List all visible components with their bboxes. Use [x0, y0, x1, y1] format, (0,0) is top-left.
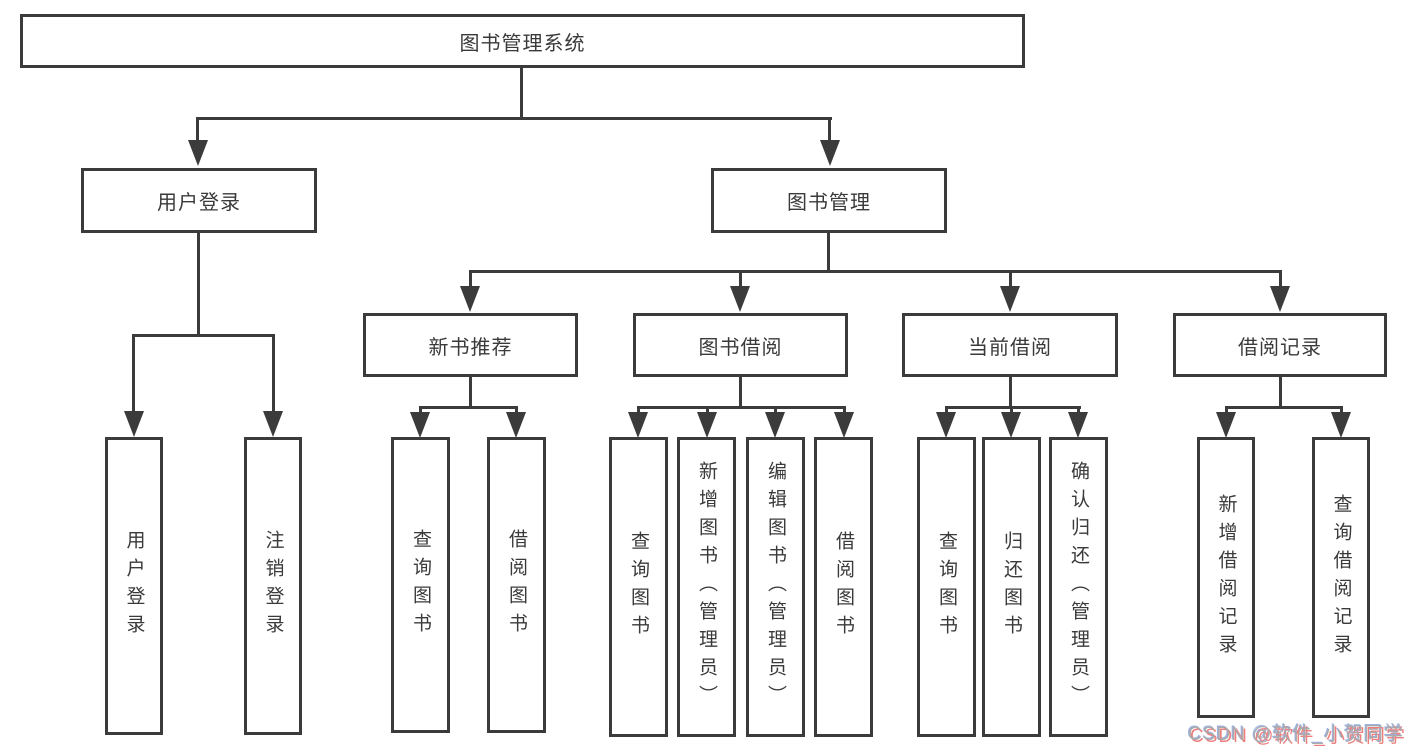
node-book-mgmt: 图书管理: [711, 168, 947, 233]
arrow-leaf-11: [1331, 412, 1351, 438]
connector-borrow-trunk: [739, 377, 742, 408]
leaf-newbook-borrow: 借阅图书: [487, 437, 546, 733]
node-new-book-recommend: 新书推荐: [363, 313, 578, 377]
arrow-into-new-book: [460, 286, 480, 312]
connector-stem-book-mgmt: [828, 117, 831, 142]
arrow-leaf-9: [1068, 412, 1088, 438]
connector-root-trunk: [520, 68, 523, 120]
leaf-borrow-edit-admin: 编辑图书（管理员）: [746, 437, 805, 737]
arrow-leaf-4: [697, 412, 717, 438]
connector-user-hline: [132, 334, 275, 337]
leaf-user-login-label: 用户登录: [123, 530, 145, 642]
connector-stem-leaf-3: [637, 406, 640, 414]
arrow-leaf-3: [628, 412, 648, 438]
node-user-login: 用户登录: [81, 168, 317, 233]
node-book-borrow: 图书借阅: [633, 313, 848, 377]
connector-stem-leaf-7: [945, 406, 948, 414]
leaf-records-query-label: 查询借阅记录: [1330, 493, 1352, 662]
connector-stem-leaf-6: [843, 406, 846, 414]
leaf-records-add: 新增借阅记录: [1197, 437, 1255, 718]
leaf-borrow-add-admin: 新增图书（管理员）: [677, 437, 736, 737]
connector-stem-leaf-4: [706, 406, 709, 414]
connector-stem-leaf-1: [419, 406, 422, 414]
arrow-into-borrow-records: [1270, 286, 1290, 312]
arrow-into-book-mgmt: [820, 140, 840, 166]
connector-stem-leaf-8: [1010, 406, 1013, 414]
leaf-current-query-label: 查询图书: [936, 531, 957, 643]
leaf-newbook-query-label: 查询图书: [410, 529, 431, 641]
connector-stem-new-book: [469, 270, 472, 288]
arrow-leaf-2: [506, 412, 526, 438]
arrow-into-book-borrow: [730, 286, 750, 312]
leaf-current-return: 归还图书: [982, 437, 1041, 737]
connector-stem-current-borrow: [1009, 270, 1012, 288]
leaf-logout-label: 注销登录: [262, 530, 284, 642]
leaf-borrow-query-label: 查询图书: [628, 531, 649, 643]
arrow-leaf-5: [765, 412, 785, 438]
connector-current-hline: [946, 406, 1081, 409]
csdn-watermark: CSDN @软件_小贺同学: [1188, 724, 1404, 745]
leaf-logout: 注销登录: [244, 437, 302, 735]
connector-borrow-hline: [637, 406, 846, 409]
connector-stem-borrow-records: [1279, 270, 1282, 288]
connector-stem-book-borrow: [739, 270, 742, 288]
arrow-into-logout: [263, 411, 283, 437]
connector-stem-user-login: [196, 117, 199, 142]
arrow-leaf-10: [1216, 412, 1236, 438]
connector-newbook-hline: [419, 406, 518, 409]
leaf-borrow-borrow: 借阅图书: [814, 437, 873, 737]
connector-records-hline: [1225, 406, 1342, 409]
connector-level1-hline: [196, 117, 832, 120]
connector-stem-leaf-2: [515, 406, 518, 414]
arrow-into-login: [124, 411, 144, 437]
connector-stem-leaf-10: [1225, 406, 1228, 414]
node-current-borrow: 当前借阅: [902, 313, 1118, 377]
leaf-borrow-edit-admin-label: 编辑图书（管理员）: [765, 461, 786, 713]
connector-user-trunk: [197, 233, 200, 337]
arrow-into-current-borrow: [1000, 286, 1020, 312]
leaf-newbook-query: 查询图书: [391, 437, 450, 733]
connector-newbook-trunk: [469, 377, 472, 408]
arrow-leaf-7: [936, 412, 956, 438]
leaf-current-return-label: 归还图书: [1001, 531, 1022, 643]
arrow-leaf-8: [1001, 412, 1021, 438]
arrow-into-user-login: [188, 140, 208, 166]
connector-stem-leaf-11: [1340, 406, 1343, 414]
leaf-borrow-add-admin-label: 新增图书（管理员）: [696, 461, 717, 713]
leaf-current-query: 查询图书: [917, 437, 976, 737]
arrow-leaf-6: [834, 412, 854, 438]
node-root: 图书管理系统: [20, 14, 1025, 68]
leaf-newbook-borrow-label: 借阅图书: [506, 529, 527, 641]
leaf-borrow-borrow-label: 借阅图书: [833, 531, 854, 643]
connector-stem-login: [132, 334, 135, 413]
leaf-current-confirm-admin-label: 确认归还（管理员）: [1068, 461, 1089, 713]
leaf-user-login: 用户登录: [105, 437, 163, 735]
leaf-borrow-query: 查询图书: [609, 437, 668, 737]
connector-records-trunk: [1279, 377, 1282, 408]
connector-mgmt-trunk: [827, 233, 830, 273]
leaf-current-confirm-admin: 确认归还（管理员）: [1049, 437, 1108, 737]
connector-stem-logout: [272, 334, 275, 413]
connector-level2-hline: [469, 270, 1282, 273]
arrow-leaf-1: [410, 412, 430, 438]
connector-stem-leaf-9: [1077, 406, 1080, 414]
leaf-records-add-label: 新增借阅记录: [1215, 493, 1237, 662]
connector-stem-leaf-5: [774, 406, 777, 414]
leaf-records-query: 查询借阅记录: [1312, 437, 1370, 718]
connector-current-trunk: [1009, 377, 1012, 408]
node-borrow-records: 借阅记录: [1173, 313, 1387, 377]
